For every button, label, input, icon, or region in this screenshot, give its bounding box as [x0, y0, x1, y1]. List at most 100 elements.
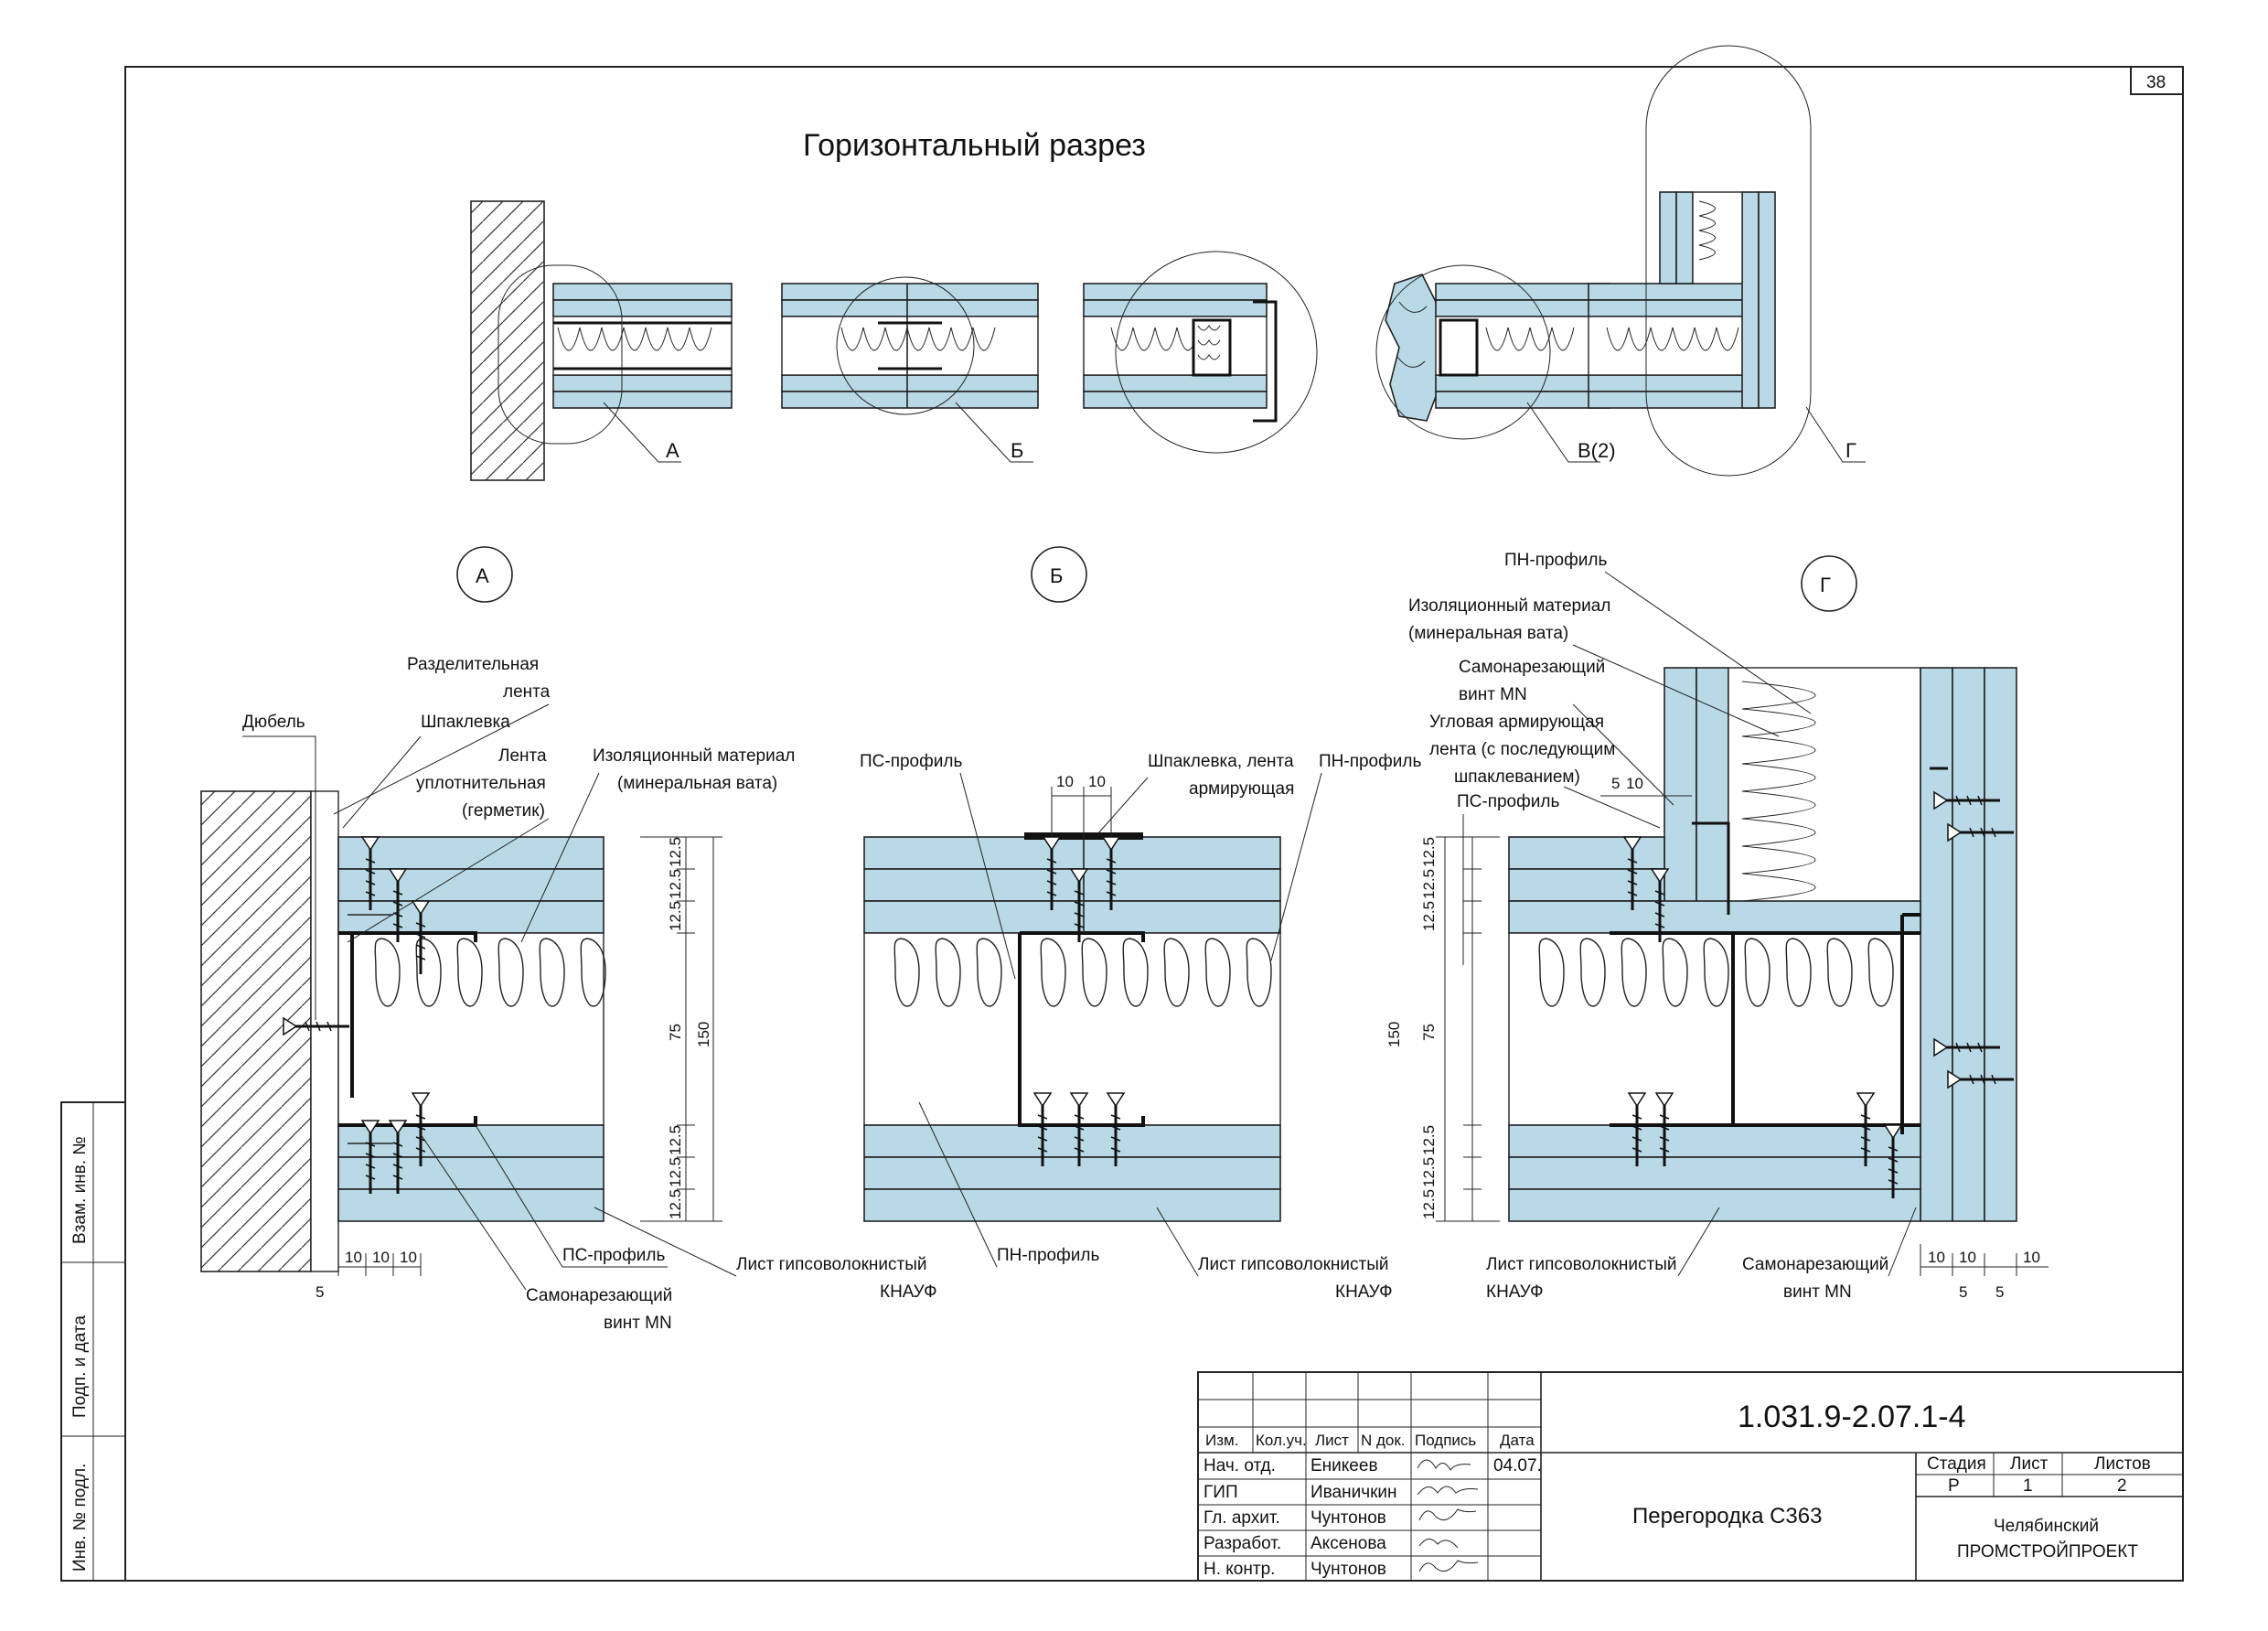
label-pn-profile-g: ПН-профиль [1504, 551, 1607, 570]
label-sheet-b-2: КНАУФ [1335, 1282, 1393, 1302]
detail-g-dim-layer-5: 12.5 [1420, 1157, 1438, 1187]
overview-marker-v: В(2) [1578, 439, 1616, 462]
detail-g-dim-layer-3: 12.5 [1420, 901, 1438, 931]
tb-sheet-header: Лист [2010, 1454, 2049, 1474]
label-putty-tape-2: армирующая [1189, 779, 1294, 799]
overview-marker-b: Б [1011, 439, 1023, 462]
detail-b: Б 10 10 ПС-профиль Шпаклевка, лента арми… [594, 546, 1421, 1302]
detail-a-dim-layer-6: 12.5 [667, 1189, 684, 1219]
tb-header-list: Лист [1315, 1432, 1349, 1449]
stamp-replace-inv: Взам. инв. № [70, 1136, 90, 1244]
title-block: Изм. Кол.уч. Лист N док. Подпись Дата На… [1197, 1371, 2184, 1582]
label-ps-profile-a: ПС-профиль [562, 1246, 665, 1265]
label-corner-tape-1: Угловая армирующая [1429, 713, 1604, 732]
tb-org-line-2: ПРОМСТРОЙПРОЕКТ [1957, 1541, 2138, 1561]
tb-row-4-person: Аксенова [1311, 1534, 1386, 1553]
detail-g-dim-t2: 10 [1626, 775, 1643, 792]
tb-sheets-header: Листов [2094, 1454, 2151, 1474]
tb-header-izm: Изм. [1205, 1432, 1238, 1449]
label-seal-tape-1: Лента [498, 746, 547, 766]
label-sheet-a-2: КНАУФ [880, 1282, 937, 1302]
tb-org-line-1: Челябинский [1994, 1517, 2099, 1536]
tb-header-kol: Кол.уч. [1256, 1432, 1307, 1449]
detail-a-dim-layer-2: 12.5 [667, 869, 684, 899]
label-pn-profile-b-bottom: ПН-профиль [997, 1246, 1099, 1265]
detail-g-dim-b3: 10 [2023, 1249, 2040, 1266]
label-ps-profile-b: ПС-профиль [860, 752, 962, 771]
label-dowel: Дюбель [242, 713, 305, 732]
label-seal-tape-2: уплотнительная [416, 774, 546, 793]
tb-sheet-value: 1 [2023, 1476, 2033, 1496]
tb-sheets-value: 2 [2117, 1476, 2127, 1496]
label-seal-tape-3: (герметик) [462, 801, 545, 821]
label-insulation-g-2: (минеральная вата) [1408, 624, 1568, 643]
page-number-box [2130, 66, 2184, 95]
detail-g-dim-core: 75 [1420, 1024, 1438, 1041]
tb-doc-name: Перегородка С363 [1632, 1504, 1822, 1529]
label-putty-tape-1: Шпаклевка, лента [1148, 752, 1294, 771]
detail-g-dim-b1: 10 [1928, 1249, 1945, 1266]
detail-b-dim-t2: 10 [1088, 773, 1106, 790]
detail-g-dim-t1: 5 [1611, 775, 1620, 792]
tb-header-date: Дата [1500, 1432, 1535, 1449]
label-screw-a-1: Самонарезающий [526, 1286, 672, 1305]
label-screw-a-2: винт MN [604, 1314, 672, 1333]
overview-marker-a: А [666, 439, 679, 462]
label-insulation-a-1: Изоляционный материал [593, 746, 795, 766]
left-stamp-strip: Взам. инв. № Подп. и дата Инв. № подл. [60, 1101, 126, 1582]
label-sep-tape-1: Разделительная [407, 655, 539, 674]
detail-b-dim-t1: 10 [1056, 773, 1074, 790]
tb-stage-value: Р [1948, 1476, 1960, 1496]
label-sheet-b-1: Лист гипсоволокнистый [1198, 1255, 1388, 1274]
detail-g-dim-gap-2: 5 [1995, 1283, 2004, 1301]
detail-a-dim-b3: 10 [400, 1249, 417, 1266]
detail-a-dim-layer-1: 12.5 [667, 837, 684, 867]
detail-a-dim-layer-3: 12.5 [667, 901, 684, 931]
detail-a-dim-total: 150 [695, 1022, 712, 1047]
detail-g-circle-letter: Г [1820, 574, 1831, 596]
overview-strip: А Б В(2) Г [470, 45, 1866, 481]
signature-marks [1417, 1459, 1479, 1572]
tb-doc-code: 1.031.9-2.07.1-4 [1738, 1400, 1966, 1434]
detail-b-circle-letter: Б [1050, 564, 1063, 587]
detail-a-dim-gap: 5 [316, 1283, 324, 1301]
label-sheet-g-1: Лист гипсоволокнистый [1486, 1255, 1676, 1274]
detail-a-dim-layer-5: 12.5 [667, 1157, 684, 1187]
detail-g-dim-gap-1: 5 [1959, 1283, 1967, 1301]
detail-a-dim-layer-4: 12.5 [667, 1125, 684, 1155]
sheet-frame [124, 66, 2184, 1582]
page-number: 38 [2146, 73, 2166, 92]
label-screw-g-bottom-1: Самонарезающий [1742, 1255, 1888, 1274]
label-insulation-g-1: Изоляционный материал [1408, 596, 1610, 616]
stamp-orig-inv: Инв. № подл. [70, 1464, 90, 1572]
tb-row-4-role: Разработ. [1204, 1534, 1281, 1553]
tb-row-2-role: ГИП [1204, 1483, 1238, 1502]
stamp-sign-date: Подп. и дата [70, 1315, 90, 1418]
detail-g-dim-layer-1: 12.5 [1420, 837, 1438, 867]
label-ps-profile-g: ПС-профиль [1457, 792, 1559, 811]
label-sheet-g-2: КНАУФ [1486, 1282, 1544, 1302]
tb-row-1-date: 04.07. [1493, 1456, 1542, 1475]
detail-a-circle-letter: А [476, 564, 489, 587]
tb-row-3-role: Гл. архит. [1204, 1508, 1280, 1528]
detail-g-dim-layer-2: 12.5 [1420, 869, 1438, 899]
tb-header-ndok: N док. [1361, 1432, 1406, 1449]
label-screw-g-top-1: Самонарезающий [1459, 658, 1605, 677]
label-insulation-a-2: (минеральная вата) [617, 774, 777, 793]
tb-row-3-person: Чунтонов [1311, 1508, 1386, 1528]
detail-g: Г 150 75 12.5 [1385, 551, 2049, 1302]
tb-stage-header: Стадия [1927, 1454, 1986, 1474]
tb-row-5-person: Чунтонов [1311, 1560, 1386, 1579]
label-corner-tape-3: шпаклеванием) [1454, 767, 1580, 787]
detail-g-dim-total: 150 [1385, 1022, 1403, 1047]
tb-row-5-role: Н. контр. [1204, 1560, 1275, 1579]
label-pn-profile-b-top: ПН-профиль [1319, 752, 1421, 771]
label-sep-tape-2: лента [503, 682, 551, 702]
detail-g-dim-layer-4: 12.5 [1420, 1125, 1438, 1155]
detail-g-dim-layer-6: 12.5 [1420, 1189, 1438, 1219]
tb-row-1-person: Еникеев [1311, 1456, 1378, 1475]
label-putty: Шпаклевка [421, 713, 510, 732]
detail-a-dim-core: 75 [667, 1024, 684, 1041]
label-corner-tape-2: лента (с последующим [1429, 740, 1615, 759]
